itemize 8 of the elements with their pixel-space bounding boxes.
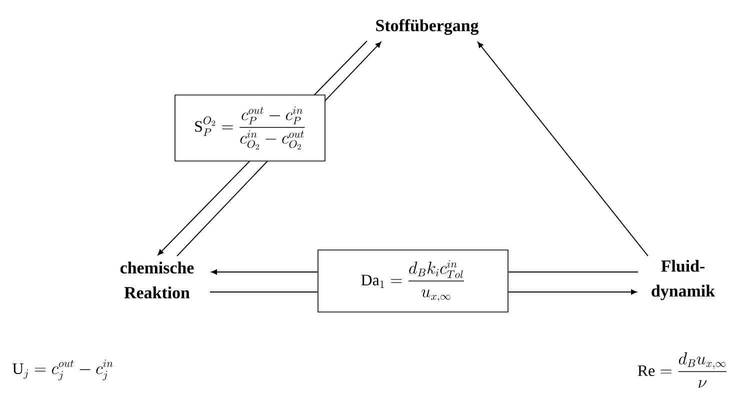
formula-label: $\mathrm{U}_j=c_j^{out}-c_j^{in}$ <box>12 360 113 380</box>
formula-label: $\mathrm{Re}=\frac{d_B u_{x,\infty}}{\nu}$ <box>638 352 727 388</box>
heading-text: Fluid- dynamik <box>652 260 715 300</box>
heading-text: chemische Reaktion <box>120 262 194 298</box>
formula-box: $\mathrm{S}_P^{O_2}=\frac{c_P^{out}-c_P^{in}}{c_{O_2}^{in}-c_{O_2}^{out}}$ <box>174 94 326 162</box>
formula-box: $\mathrm{Da}_1=\frac{d_B k_i c_{Tol}^{in}}{u_{x,\infty}}$ <box>318 250 508 312</box>
heading-text: Stoffübergang <box>376 19 479 35</box>
arrow <box>478 42 648 256</box>
